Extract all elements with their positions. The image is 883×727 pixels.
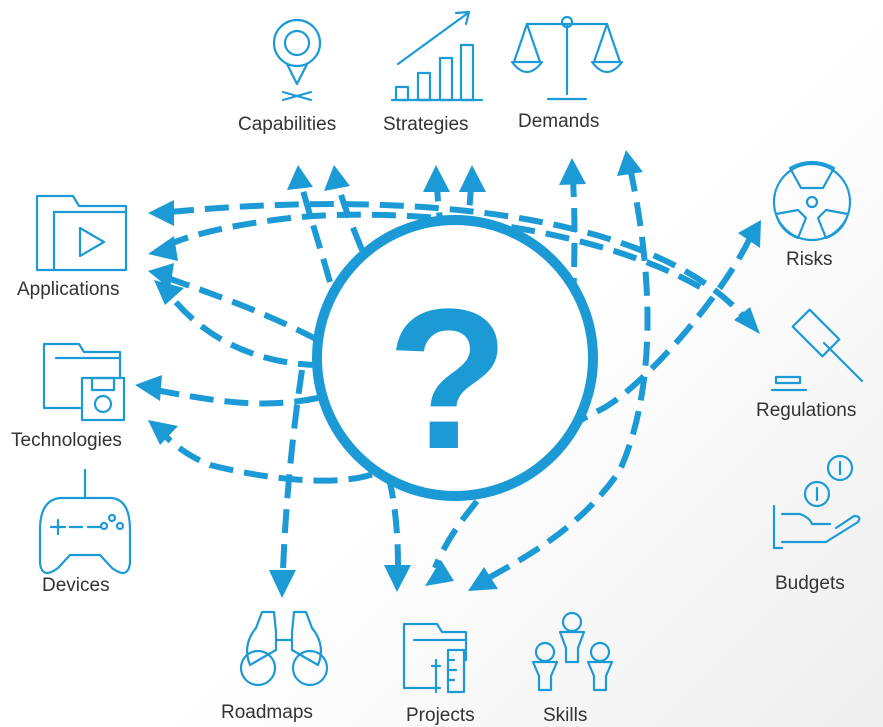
label-skills: Skills: [543, 705, 588, 726]
label-budgets: Budgets: [775, 573, 845, 594]
arrowhead-projects-b: [425, 560, 454, 586]
label-technologies: Technologies: [11, 430, 122, 451]
arrowhead-applications-c: [148, 263, 174, 289]
arrowhead-regulations: [734, 307, 760, 334]
map-pin-icon: [272, 18, 322, 102]
center-question-mark: ?: [387, 268, 509, 491]
arrowhead-strategies-a: [324, 165, 350, 191]
arrowhead-capabilities: [287, 165, 313, 190]
center-question-circle: [312, 215, 598, 501]
arrowhead-applications-d: [154, 280, 184, 305]
arrowhead-strategies-b: [423, 165, 450, 192]
folder-tools-icon: [402, 622, 468, 694]
hand-coins-icon: [772, 454, 861, 550]
arrowhead-strategies-c: [459, 165, 486, 192]
growth-chart-icon: [390, 10, 484, 102]
arrow-projects-to-technologies: [157, 428, 403, 484]
folder-disk-icon: [42, 342, 126, 422]
relationship-arrows: [135, 150, 761, 598]
folder-play-icon: [35, 194, 128, 272]
arrowhead-risks: [738, 220, 761, 248]
arrow-applications-to-regulations: [169, 201, 748, 320]
binoculars-icon: [239, 610, 329, 687]
label-applications: Applications: [17, 279, 120, 300]
label-devices: Devices: [42, 575, 110, 596]
label-roadmaps: Roadmaps: [221, 702, 313, 723]
arrow-center-to-applications-d: [167, 293, 323, 368]
label-demands: Demands: [518, 111, 600, 132]
arrowhead-technologies-b: [148, 420, 178, 445]
arrowhead-projects-from-demands: [468, 567, 498, 591]
arrowhead-roadmaps: [269, 570, 296, 598]
label-capabilities: Capabilities: [238, 114, 337, 135]
arrowhead-demands-reverse: [617, 150, 643, 176]
arrow-center-to-roadmaps: [280, 369, 305, 571]
label-risks: Risks: [786, 249, 833, 270]
team-icon: [531, 611, 614, 692]
arrowhead-demands: [559, 158, 586, 185]
gavel-icon: [770, 308, 864, 392]
arrow-demands-to-applications: [166, 211, 702, 290]
label-strategies: Strategies: [383, 114, 469, 135]
arrow-center-to-technologies-a: [154, 387, 319, 407]
arrow-to-capabilities: [298, 182, 333, 283]
arrow-center-to-applications-c: [163, 274, 320, 343]
arrow-risks-to-projects: [432, 236, 753, 570]
gamepad-icon: [38, 468, 132, 575]
arrowhead-applications-b: [148, 236, 178, 261]
label-projects: Projects: [406, 705, 475, 726]
balance-scale-icon: [510, 15, 624, 101]
radiation-icon: [772, 160, 852, 242]
label-regulations: Regulations: [756, 400, 857, 421]
arrowhead-technologies-a: [135, 375, 162, 401]
arrowhead-applications-a: [148, 200, 174, 226]
arrowhead-projects-a: [384, 565, 411, 592]
